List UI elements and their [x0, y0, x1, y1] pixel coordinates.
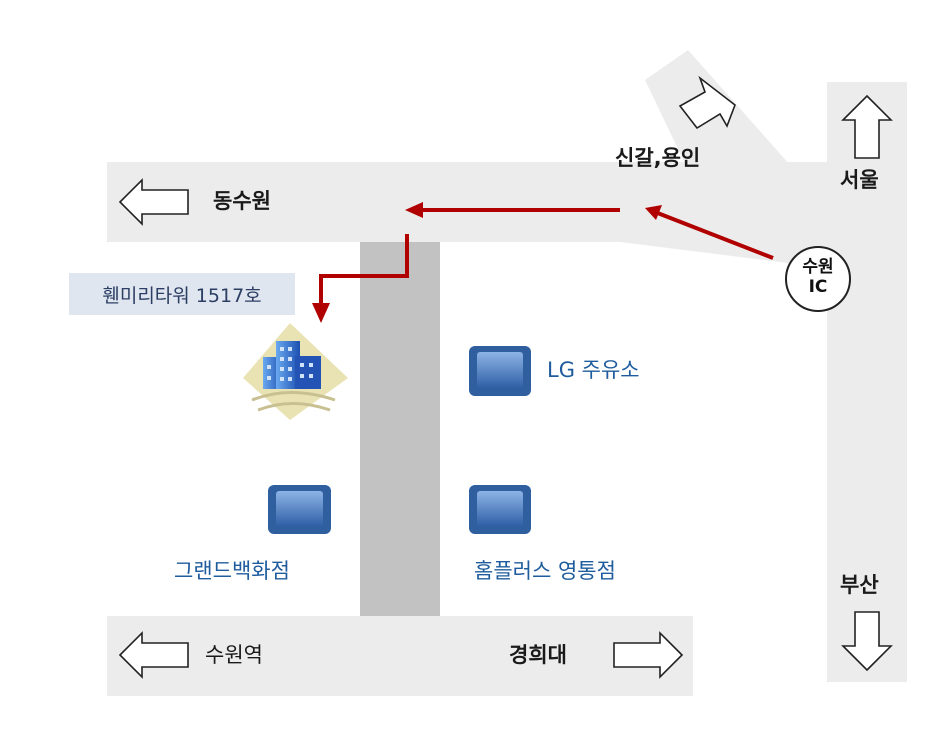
landmark-label-lg-gas: LG 주유소 [547, 358, 640, 382]
road-east [827, 82, 907, 682]
landmark-marker-icon [469, 485, 531, 534]
road-label-dongsuwon: 동수원 [213, 189, 271, 213]
arrow-right-icon [613, 631, 684, 679]
arrow-left-icon [118, 631, 189, 679]
road-label-singal-yongin: 신갈,용인 [615, 146, 701, 170]
landmark-marker-icon [268, 485, 331, 534]
arrow-up-icon [841, 94, 893, 159]
ic-circle-icon [785, 246, 851, 312]
road-label-busan: 부산 [840, 573, 879, 597]
arrow-northeast-icon [678, 75, 736, 130]
route-arrowhead-icon [312, 303, 330, 323]
road-middle [360, 242, 440, 616]
road-label-kyunghee: 경희대 [509, 643, 567, 667]
arrow-down-icon [841, 611, 893, 672]
road-diagonal-ic [620, 162, 827, 268]
landmark-label-homeplus: 홈플러스 영통점 [474, 559, 616, 583]
interchange-line2: IC [808, 276, 828, 297]
route-arrowhead-icon [645, 205, 662, 220]
road-label-suwon-station: 수원역 [205, 643, 263, 667]
landmark-label-grand-dept: 그랜드백화점 [174, 559, 290, 583]
building-icon [243, 323, 348, 420]
route-path [319, 208, 774, 308]
road-bottom [107, 616, 693, 696]
destination-label: 휀미리타워 1517호 [69, 273, 295, 315]
landmark-marker-icon [469, 346, 531, 396]
interchange-line1: 수원 [802, 257, 834, 277]
road-label-seoul: 서울 [840, 168, 879, 192]
roads [107, 50, 907, 696]
route-arrowhead-icon [405, 202, 423, 218]
interchange-label: 수원 IC [790, 257, 846, 297]
road-northeast [645, 50, 790, 195]
arrow-left-icon [118, 178, 189, 226]
